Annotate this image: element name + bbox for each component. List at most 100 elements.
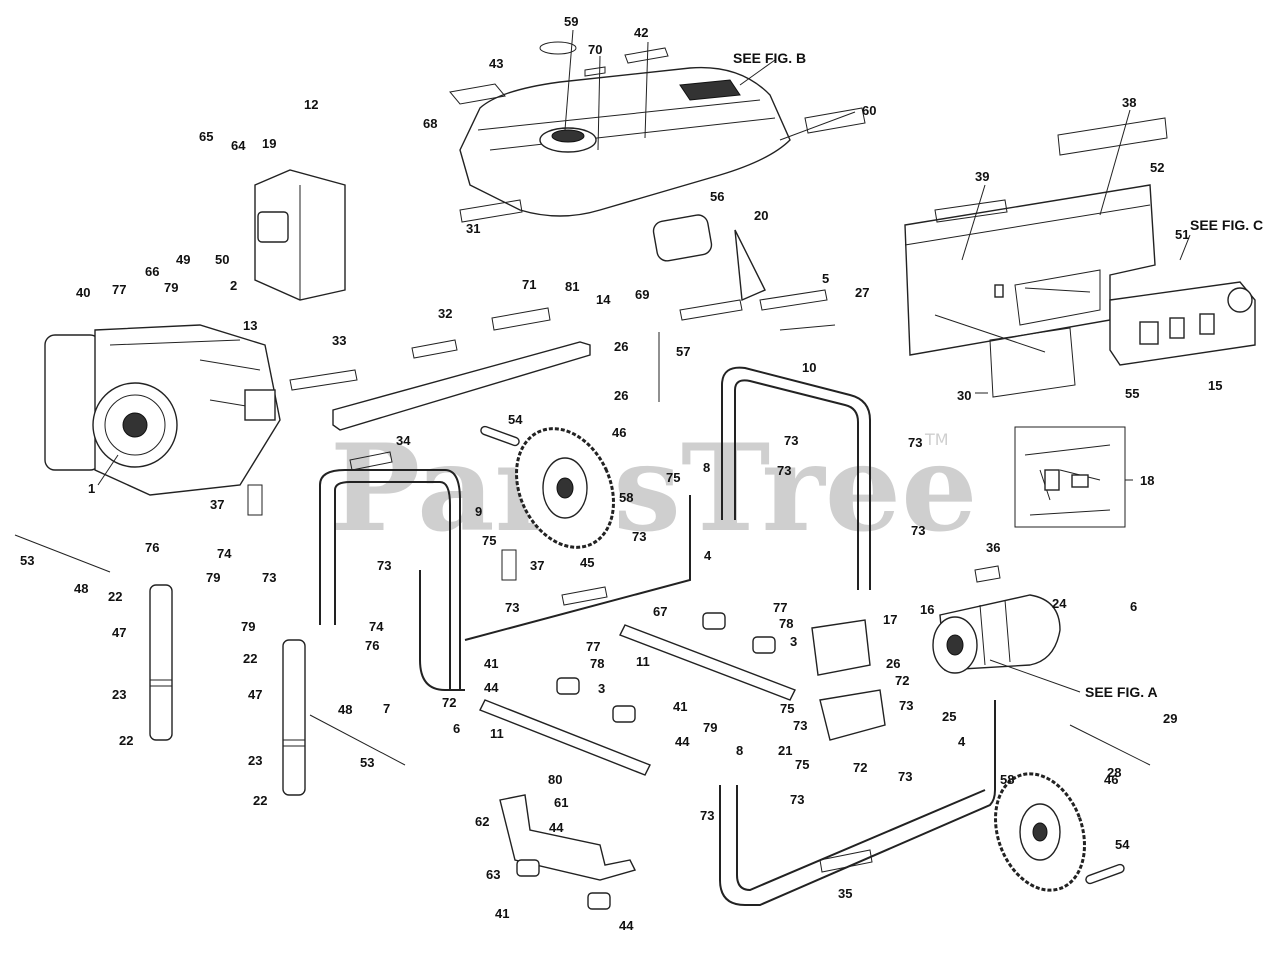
rods-cables [14,287,1151,885]
callout-37b: 37 [530,558,544,573]
callout-73d: 73 [911,523,925,538]
callout-35: 35 [838,886,852,901]
callout-79b: 79 [206,570,220,585]
callout-77a: 77 [112,282,126,297]
callout-75d: 75 [795,757,809,772]
callout-55: 55 [1125,386,1139,401]
frame-base-right[interactable] [719,700,996,906]
watermark-text: PartsTree [330,418,977,559]
callout-49: 49 [176,252,190,267]
callout-22c: 22 [243,651,257,666]
callout-79c: 79 [241,619,255,634]
callout-65: 65 [199,129,213,144]
callout-76b: 76 [365,638,379,653]
callout-53a: 53 [20,553,34,568]
callout-labels: 1 2 3 3 4 4 5 7 8 8 9 10 11 11 12 13 14 … [20,14,1263,933]
callout-51: 51 [1175,227,1189,242]
callout-61: 61 [554,795,568,810]
callout-62: 62 [475,814,489,829]
frame-handle-right[interactable] [721,366,871,590]
rail-11-right[interactable] [619,624,796,701]
callout-73m: 73 [700,808,714,823]
wheel-upper[interactable] [498,413,632,563]
see-fig-a: SEE FIG. A [1085,684,1158,700]
callout-41c: 41 [495,906,509,921]
callout-47b: 47 [248,687,262,702]
callout-44d: 44 [619,918,634,933]
callout-46a: 46 [612,425,626,440]
callout-79e: 80 [548,772,562,787]
callout-21: 21 [778,743,792,758]
callout-67: 67 [653,604,667,619]
callout-69: 69 [635,287,649,302]
callout-72c: 72 [853,760,867,775]
callout-73i: 73 [793,718,807,733]
callout-73e: 73 [262,570,276,585]
callout-22b: 22 [119,733,133,748]
callout-78b: 78 [779,616,793,631]
callout-25: 25 [942,709,956,724]
callout-37a: 37 [210,497,224,512]
callout-54a: 54 [508,412,523,427]
battery-tray[interactable] [819,689,886,741]
callout-48a: 48 [74,581,88,596]
callout-46b: 46 [1104,772,1118,787]
wiring-harness[interactable] [1014,426,1126,528]
callout-18: 18 [1140,473,1154,488]
callout-77b: 77 [586,639,600,654]
callout-52: 52 [1150,160,1164,175]
outlet-box[interactable] [1109,281,1256,366]
bracket-62[interactable] [499,794,637,881]
callout-3a: 3 [598,681,605,696]
leg-left[interactable] [149,584,173,741]
frame-handle-left[interactable] [319,469,691,691]
callout-57: 57 [676,344,690,359]
callout-11a: 11 [636,654,650,669]
alternator[interactable] [932,594,1061,674]
rail-11-left[interactable] [479,699,651,776]
callout-70: 70 [588,42,602,57]
isolator-mounts[interactable] [516,612,776,910]
callout-77c: 77 [773,600,787,615]
callout-19: 19 [262,136,276,151]
fuel-tank[interactable] [459,66,791,217]
callout-63: 63 [486,867,500,882]
callout-56: 56 [710,189,724,204]
wheel-lower[interactable] [980,761,1100,902]
callout-75a: 75 [666,470,680,485]
callout-73c: 73 [777,463,791,478]
heat-shield[interactable] [734,229,766,302]
callout-72a: 72 [442,695,456,710]
callout-81: 6 [453,721,460,736]
callout-54b: 54 [1115,837,1130,852]
control-panel[interactable] [904,184,1156,356]
callout-76a: 76 [145,540,159,555]
callout-23a: 23 [112,687,126,702]
callout-72b: 72 [895,673,909,688]
rail-14[interactable] [332,341,591,431]
callout-68: 68 [423,116,437,131]
callout-64: 64 [231,138,246,153]
callout-80: 81 [565,279,579,294]
callout-58a: 58 [619,490,633,505]
callout-44c: 44 [549,820,564,835]
fuel-filter[interactable] [652,213,713,262]
callout-23b: 23 [248,753,262,768]
muffler-housing[interactable] [254,169,346,301]
callout-26c: 26 [886,656,900,671]
callout-73l: 73 [790,792,804,807]
callout-30: 30 [957,388,971,403]
callout-34: 34 [396,433,411,448]
battery[interactable] [811,619,871,676]
callout-41b: 41 [673,699,687,714]
leg-center[interactable] [282,639,306,796]
callout-50: 50 [215,252,229,267]
callout-22d: 22 [253,793,267,808]
engine[interactable] [44,324,281,496]
callout-59: 59 [564,14,578,29]
callout-74b: 74 [369,619,384,634]
callout-73b: 73 [908,435,922,450]
callout-44b: 44 [675,734,690,749]
callout-78a: 78 [590,656,604,671]
